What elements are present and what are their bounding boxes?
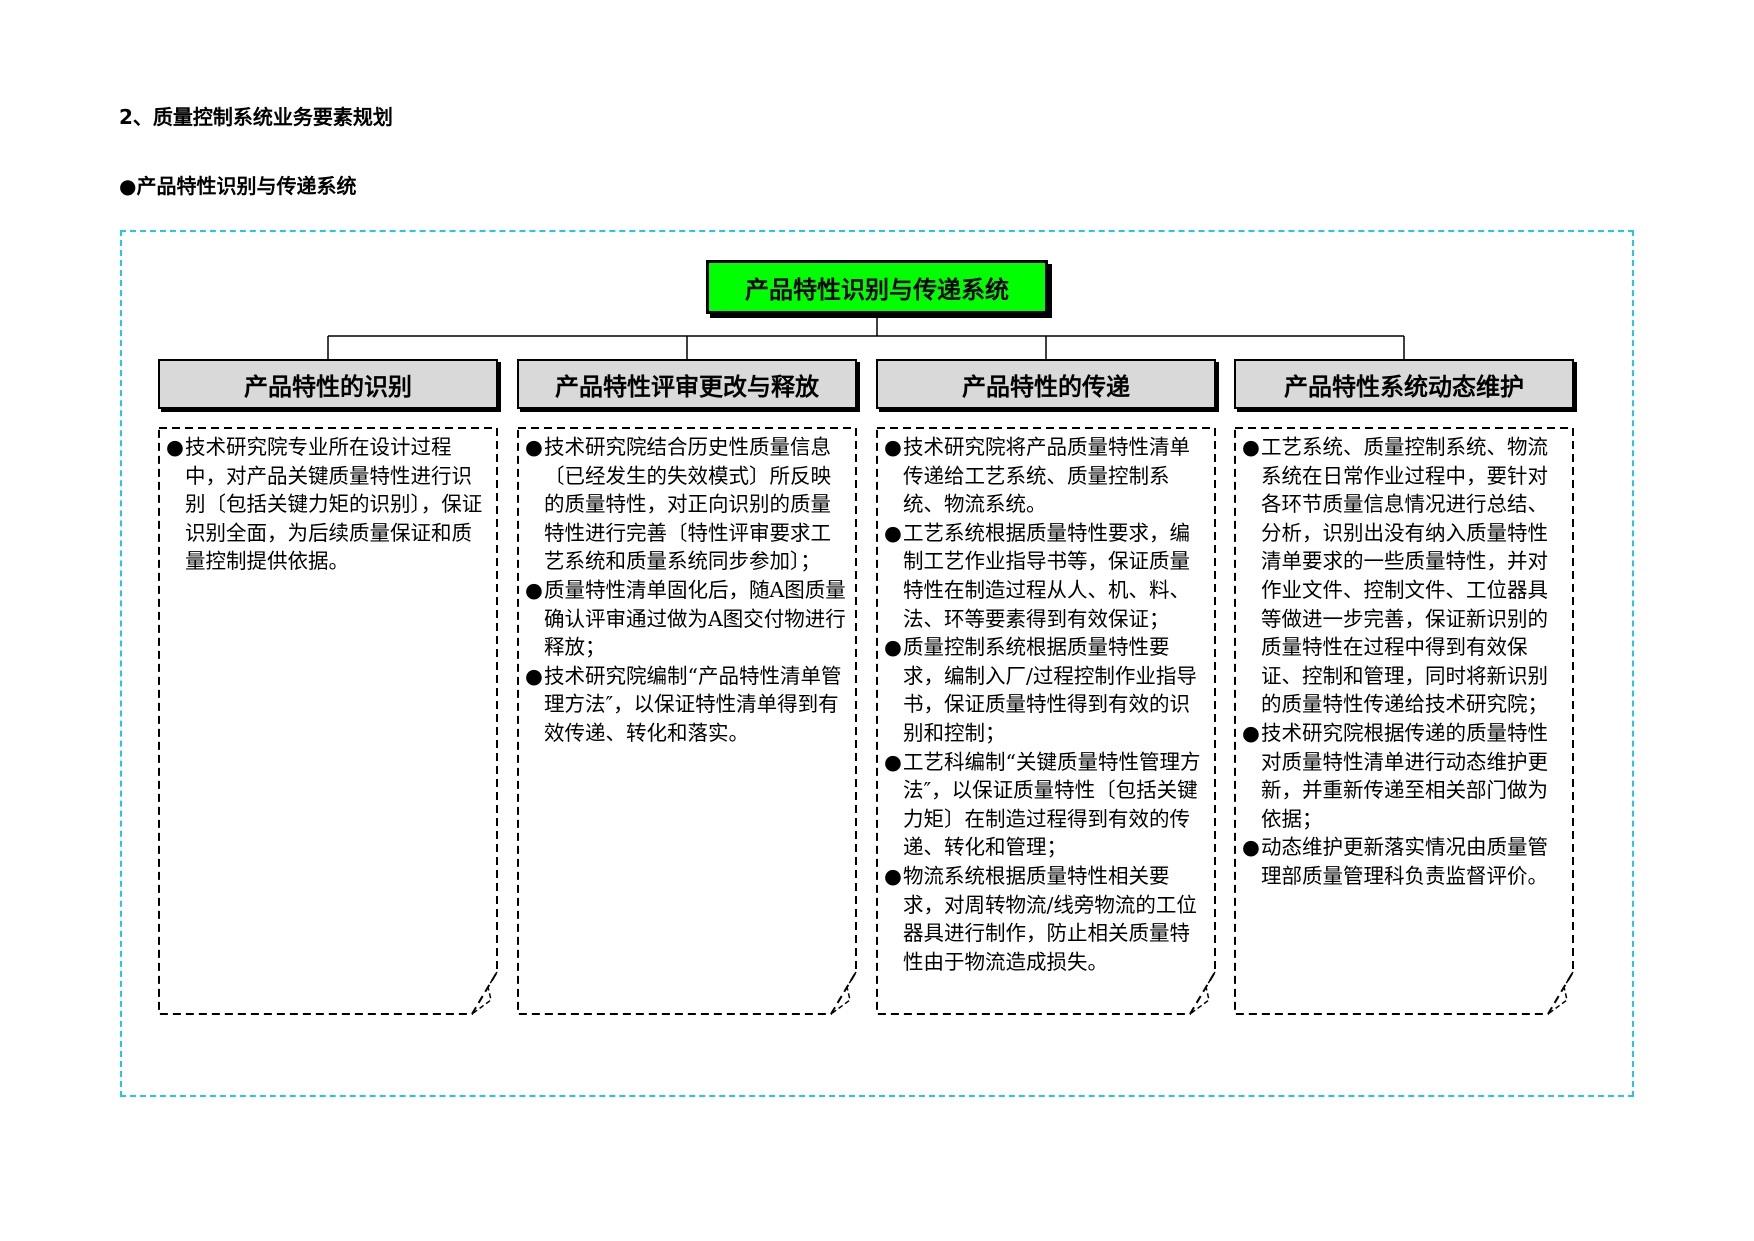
bullet-dot: ● [884, 435, 902, 459]
list-item-text: 动态维护更新落实情况由质量管理部质量管理科负责监督评价。 [1261, 835, 1548, 888]
bullet-dot: ● [525, 435, 543, 459]
list-item: ●技术研究院编制“产品特性清单管理方法″，以保证特性清单得到有效传递、转化和落实… [525, 662, 848, 748]
list-item-text: 工艺系统根据质量特性要求，编制工艺作业指导书等，保证质量特性在制造过程从人、机、… [903, 520, 1190, 631]
list-item: ●工艺系统、质量控制系统、物流系统在日常作业过程中，要针对各环节质量信息情况进行… [1242, 433, 1565, 719]
list-item: ●动态维护更新落实情况由质量管理部质量管理科负责监督评价。 [1242, 833, 1565, 890]
list-item: ●技术研究院结合历史性质量信息〔已经发生的失效模式〕所反映的质量特性，对正向识别… [525, 433, 848, 576]
section-heading: 2、质量控制系统业务要素规划 [119, 105, 393, 129]
note-card-transfer: ●技术研究院将产品质量特性清单传递给工艺系统、质量控制系统、物流系统。 ●工艺系… [876, 427, 1216, 1015]
note-border [158, 427, 498, 1015]
note-card-identification: ●技术研究院专业所在设计过程中，对产品关键质量特性进行识别〔包括关键力矩的识别〕… [158, 427, 498, 1015]
note-list: ●技术研究院专业所在设计过程中，对产品关键质量特性进行识别〔包括关键力矩的识别〕… [166, 433, 489, 576]
list-item-text: 技术研究院将产品质量特性清单传递给工艺系统、质量控制系统、物流系统。 [903, 435, 1190, 517]
bullet-dot: ● [166, 435, 184, 459]
list-item-text: 技术研究院专业所在设计过程中，对产品关键质量特性进行识别〔包括关键力矩的识别〕，… [185, 435, 483, 574]
root-node: 产品特性识别与传递系统 [706, 260, 1048, 314]
list-item: ●技术研究院根据传递的质量特性对质量特性清单进行动态维护更新，并重新传递至相关部… [1242, 719, 1565, 833]
bullet-dot: ● [884, 520, 902, 545]
list-item: ●质量控制系统根据质量特性要求，编制入厂/过程控制作业指导书，保证质量特性得到有… [884, 633, 1207, 747]
note-border [876, 427, 1216, 1015]
note-list: ●技术研究院结合历史性质量信息〔已经发生的失效模式〕所反映的质量特性，对正向识别… [525, 433, 848, 748]
list-item-text: 工艺系统、质量控制系统、物流系统在日常作业过程中，要针对各环节质量信息情况进行总… [1261, 435, 1548, 717]
list-item-text: 技术研究院编制“产品特性清单管理方法″，以保证特性清单得到有效传递、转化和落实。 [544, 663, 842, 745]
diagram-frame [120, 230, 1634, 1097]
list-item: ●工艺科编制“关键质量特性管理方法″，以保证质量特性〔包括关键力矩〕在制造过程得… [884, 748, 1207, 862]
bullet-dot: ● [525, 577, 543, 602]
list-item-text: 技术研究院根据传递的质量特性对质量特性清单进行动态维护更新，并重新传递至相关部门… [1261, 720, 1548, 831]
note-card-review-release: ●技术研究院结合历史性质量信息〔已经发生的失效模式〕所反映的质量特性，对正向识别… [517, 427, 857, 1015]
list-item-text: 技术研究院结合历史性质量信息〔已经发生的失效模式〕所反映的质量特性，对正向识别的… [544, 435, 831, 574]
note-list: ●工艺系统、质量控制系统、物流系统在日常作业过程中，要针对各环节质量信息情况进行… [1242, 433, 1565, 891]
list-item: ●技术研究院将产品质量特性清单传递给工艺系统、质量控制系统、物流系统。 [884, 433, 1207, 519]
bullet-dot: ● [525, 663, 543, 688]
sub-heading: ●产品特性识别与传递系统 [119, 174, 357, 198]
bullet-dot: ● [1242, 720, 1260, 745]
bullet-dot: ● [884, 749, 902, 774]
branch-header-identification: 产品特性的识别 [158, 359, 498, 409]
note-list: ●技术研究院将产品质量特性清单传递给工艺系统、质量控制系统、物流系统。 ●工艺系… [884, 433, 1207, 976]
list-item-text: 物流系统根据质量特性相关要求，对周转物流/线旁物流的工位器具进行制作，防止相关质… [903, 863, 1197, 974]
branch-header-review-release: 产品特性评审更改与释放 [517, 359, 857, 409]
branch-header-transfer: 产品特性的传递 [876, 359, 1216, 409]
note-card-maintenance: ●工艺系统、质量控制系统、物流系统在日常作业过程中，要针对各环节质量信息情况进行… [1234, 427, 1574, 1015]
list-item: ●物流系统根据质量特性相关要求，对周转物流/线旁物流的工位器具进行制作，防止相关… [884, 862, 1207, 976]
list-item-text: 质量控制系统根据质量特性要求，编制入厂/过程控制作业指导书，保证质量特性得到有效… [903, 635, 1197, 745]
note-border [517, 427, 857, 1015]
bullet-dot: ● [884, 863, 902, 888]
list-item: ●工艺系统根据质量特性要求，编制工艺作业指导书等，保证质量特性在制造过程从人、机… [884, 519, 1207, 633]
bullet-dot: ● [1242, 835, 1260, 860]
list-item: ●技术研究院专业所在设计过程中，对产品关键质量特性进行识别〔包括关键力矩的识别〕… [166, 433, 489, 576]
list-item-text: 工艺科编制“关键质量特性管理方法″，以保证质量特性〔包括关键力矩〕在制造过程得到… [903, 749, 1201, 860]
list-item-text: 质量特性清单固化后，随A图质量确认评审通过做为A图交付物进行释放； [544, 577, 846, 660]
branch-header-maintenance: 产品特性系统动态维护 [1234, 359, 1574, 409]
bullet-dot: ● [884, 635, 902, 660]
note-border [1234, 427, 1574, 1015]
bullet-dot: ● [1242, 435, 1260, 459]
list-item: ●质量特性清单固化后，随A图质量确认评审通过做为A图交付物进行释放； [525, 576, 848, 662]
